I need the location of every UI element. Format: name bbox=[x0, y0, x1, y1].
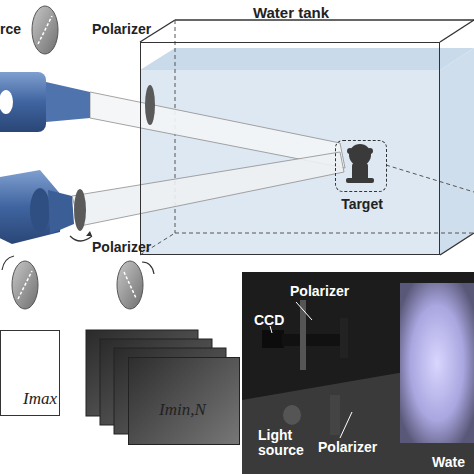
part-label: Light source bbox=[258, 428, 310, 458]
part-label: Polarizer bbox=[92, 240, 182, 255]
part-label: CCD bbox=[254, 313, 304, 328]
part-label: Wate bbox=[432, 455, 474, 470]
target-object bbox=[346, 144, 374, 183]
water-surface bbox=[140, 48, 474, 70]
part-label: Polarizer bbox=[290, 284, 380, 299]
rotation-arrow bbox=[70, 236, 92, 241]
water-side bbox=[440, 48, 474, 255]
image-symbol: Imax bbox=[3, 391, 57, 406]
part-label: Polarizer bbox=[318, 440, 408, 455]
diagram-node: Imax bbox=[0, 330, 60, 416]
diagram-node: Target bbox=[335, 140, 387, 192]
light-source bbox=[0, 72, 90, 132]
rotation-arrow-head bbox=[86, 231, 92, 236]
setup-photo bbox=[242, 272, 474, 474]
polarizer-plate bbox=[74, 189, 86, 231]
polarizer-icon bbox=[2, 256, 38, 309]
imaging-beam bbox=[72, 152, 344, 226]
polarizer-plate bbox=[145, 85, 155, 125]
part-label: rce bbox=[0, 22, 40, 37]
illumination-beam bbox=[90, 92, 345, 168]
polarizer-icon bbox=[32, 6, 58, 54]
diagram-node: Imin,N bbox=[128, 357, 240, 445]
node-label: Water tank bbox=[191, 5, 391, 20]
part-label: Polarizer bbox=[92, 22, 182, 37]
polarizer-icon bbox=[117, 261, 154, 309]
camera bbox=[0, 170, 74, 244]
node-label: Target bbox=[322, 197, 402, 212]
image-symbol: Imin,N bbox=[159, 402, 237, 417]
diagram-node: Water tankTarget bbox=[140, 42, 440, 255]
